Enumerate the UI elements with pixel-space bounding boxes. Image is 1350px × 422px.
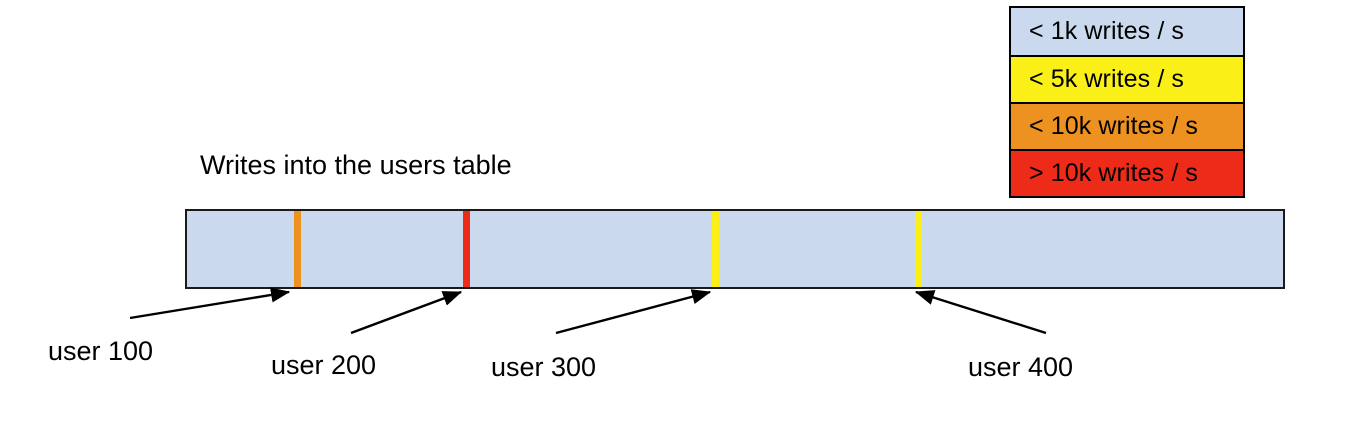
label-user-300: user 300 — [491, 352, 597, 382]
legend-item-under-10k: < 10k writes / s — [1011, 102, 1243, 149]
bar-marker-user-400 — [915, 211, 922, 287]
legend-item-over-10k: > 10k writes / s — [1011, 149, 1243, 196]
arrow-user-400 — [914, 290, 1047, 335]
bar-marker-user-100 — [294, 211, 301, 287]
chart-title: Writes into the users table — [200, 150, 512, 180]
legend-item-under-5k: < 5k writes / s — [1011, 55, 1243, 102]
label-user-200: user 200 — [271, 350, 377, 380]
label-user-400: user 400 — [968, 352, 1074, 382]
arrow-user-200 — [350, 290, 463, 335]
bar-marker-user-300 — [712, 211, 719, 287]
bar-marker-user-200 — [463, 211, 470, 287]
users-table-bar — [185, 209, 1285, 289]
legend-item-under-1k: < 1k writes / s — [1011, 8, 1243, 55]
arrow-user-300 — [555, 289, 712, 335]
legend-item-label: < 5k writes / s — [1029, 65, 1185, 93]
legend-item-label: < 1k writes / s — [1029, 17, 1185, 45]
write-rate-legend: < 1k writes / s < 5k writes / s < 10k wr… — [1009, 6, 1245, 198]
label-user-100: user 100 — [48, 336, 154, 366]
arrow-user-100 — [129, 287, 291, 320]
legend-item-label: > 10k writes / s — [1029, 159, 1199, 187]
legend-item-label: < 10k writes / s — [1029, 112, 1199, 140]
